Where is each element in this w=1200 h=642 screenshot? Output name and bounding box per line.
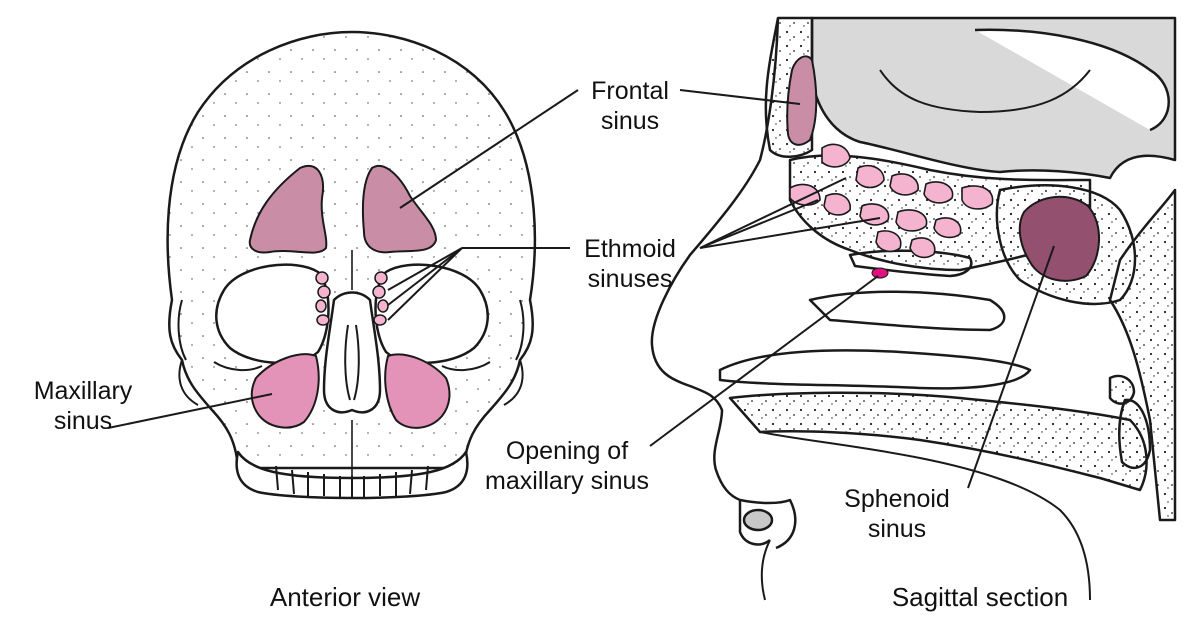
leader-ethmoid-anterior-2 bbox=[387, 247, 463, 291]
label-sphenoid-line2: sinus bbox=[867, 515, 927, 543]
label-opening-maxillary-sinus: Opening of maxillary sinus bbox=[462, 436, 672, 496]
turbinate-middle bbox=[808, 290, 1006, 332]
label-maxillary-sinus: Maxillary sinus bbox=[18, 376, 148, 436]
label-ethmoid-sinuses: Ethmoid sinuses bbox=[560, 234, 700, 294]
leader-ethmoid-sagittal-3 bbox=[699, 217, 881, 249]
frontal-sinus-sagittal bbox=[786, 55, 818, 146]
sphenoid-sinus-sagittal bbox=[1018, 195, 1100, 282]
teeth bbox=[275, 465, 429, 497]
ethmoid-sinuses-sagittal bbox=[789, 143, 994, 259]
caption-anterior-view: Anterior view bbox=[269, 582, 421, 612]
label-sphenoid-sinus: Sphenoid sinus bbox=[830, 484, 964, 544]
clivus bbox=[1108, 188, 1177, 522]
nasal-aperture bbox=[322, 291, 382, 414]
leader-frontal-sagittal bbox=[679, 89, 801, 105]
left-orbit bbox=[215, 263, 330, 365]
label-maxillary-line1: Maxillary bbox=[33, 377, 133, 405]
right-orbit bbox=[374, 263, 489, 365]
ethmoid-sinuses-anterior bbox=[315, 271, 389, 326]
leader-ethmoid-sagittal-2 bbox=[699, 199, 819, 249]
maxillary-sinus-right bbox=[384, 353, 451, 429]
leader-sphenoid bbox=[967, 245, 1055, 489]
maxillary-sinus-left bbox=[250, 353, 320, 429]
turbinate-inferior bbox=[718, 349, 1032, 390]
label-sphenoid-line1: Sphenoid bbox=[844, 485, 950, 513]
label-frontal-sinus: Frontal sinus bbox=[568, 76, 692, 136]
label-frontal-line2: sinus bbox=[600, 107, 660, 135]
face-profile bbox=[650, 17, 780, 546]
caption-sagittal-section: Sagittal section bbox=[891, 582, 1069, 612]
leader-ethmoid-anterior-4 bbox=[387, 247, 463, 321]
leader-ethmoid-sagittal-1 bbox=[699, 177, 847, 249]
frontal-sinus-left bbox=[248, 165, 328, 254]
leader-maxillary bbox=[107, 393, 273, 429]
label-frontal-line1: Frontal bbox=[591, 77, 669, 105]
leader-lines bbox=[107, 89, 1055, 489]
hard-palate bbox=[728, 391, 1148, 492]
frontal-sinus-anterior bbox=[248, 165, 438, 254]
leader-ethmoid-anterior-3 bbox=[387, 247, 463, 306]
label-opening-line2: maxillary sinus bbox=[485, 467, 649, 495]
label-maxillary-line2: sinus bbox=[53, 407, 113, 435]
label-opening-line1: Opening of bbox=[505, 437, 629, 465]
maxillary-ostium bbox=[871, 267, 889, 279]
skull-anterior bbox=[166, 30, 537, 500]
label-ethmoid-line1: Ethmoid bbox=[584, 235, 676, 263]
frontal-sinus-right bbox=[361, 165, 438, 254]
leader-opening bbox=[649, 275, 879, 447]
label-ethmoid-line2: sinuses bbox=[587, 265, 673, 293]
leader-frontal-anterior bbox=[399, 89, 579, 209]
maxillary-sinus-anterior bbox=[250, 353, 451, 429]
